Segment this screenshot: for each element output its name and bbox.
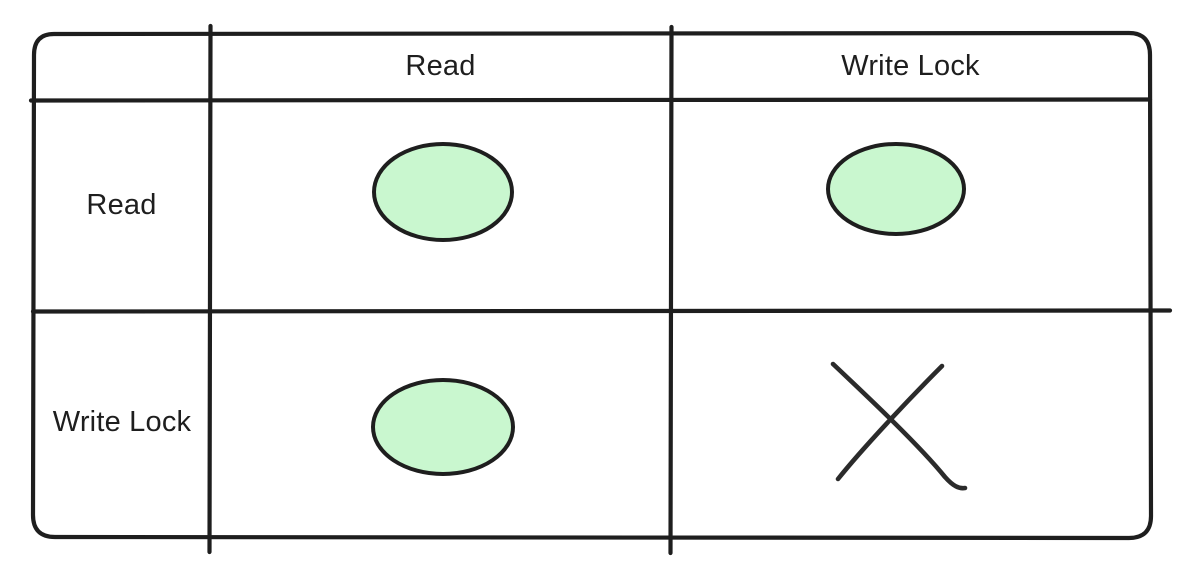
column-divider-1	[207, 23, 213, 555]
row-header-read: Read	[86, 189, 157, 221]
cell-mark-writelock-read-ellipse	[371, 378, 515, 476]
row-header-write-lock: Write Lock	[52, 406, 192, 438]
header-divider	[28, 97, 1153, 103]
column-divider-2	[668, 24, 674, 556]
column-header-read: Read	[405, 50, 476, 82]
column-header-write-lock: Write Lock	[841, 50, 980, 82]
cell-mark-read-writelock-ellipse	[826, 142, 966, 236]
cell-mark-writelock-writelock-cross	[830, 361, 968, 491]
table-outer-border	[30, 30, 1154, 541]
cell-mark-read-read-ellipse	[372, 142, 514, 242]
row-divider	[30, 308, 1173, 314]
